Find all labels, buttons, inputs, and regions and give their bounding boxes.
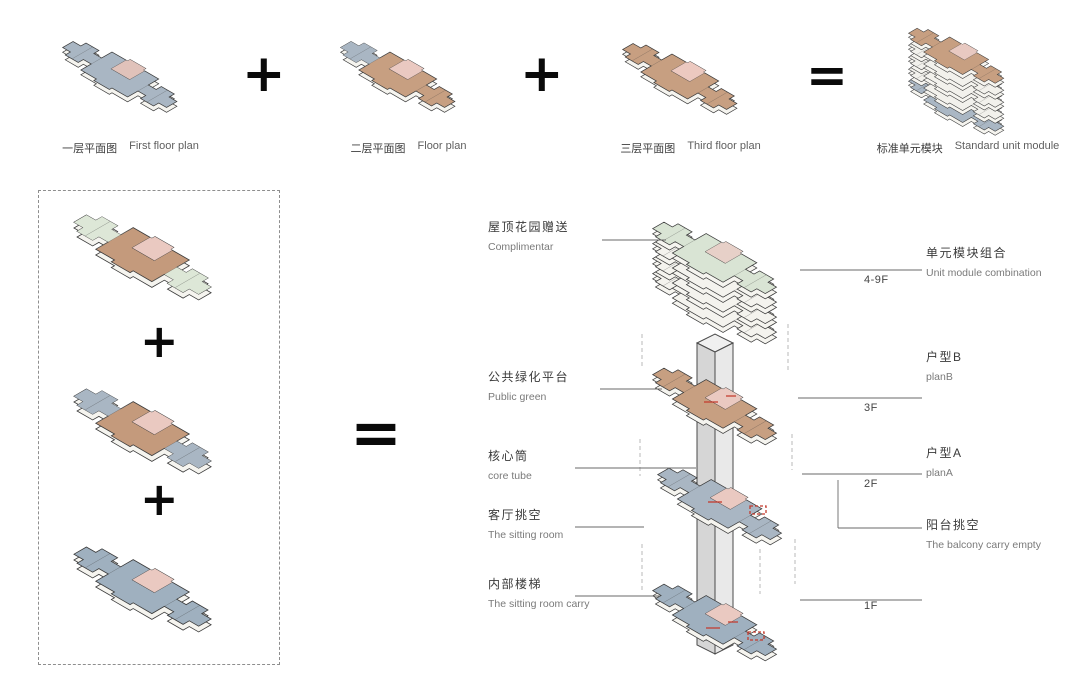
floor-tag-2f: 2F: [864, 478, 878, 490]
first-floor-plan-label-en: First floor plan: [129, 140, 199, 152]
label-unit-module-combination-cn: 单元模块组合: [926, 246, 1008, 260]
label-core-tube-en: core tube: [488, 470, 532, 482]
second-floor-plan-label-cn: 二层平面图: [350, 143, 406, 155]
label-balcony-void-en: The balcony carry empty: [926, 539, 1041, 551]
second-floor-plan-label-en: Floor plan: [417, 140, 467, 152]
stacked-plan-a-drawing: [42, 198, 277, 316]
floor-tag-4-9f: 4-9F: [864, 274, 889, 286]
leader-lines: [575, 239, 922, 601]
third-floor-plan-label-en: Third floor plan: [687, 140, 761, 152]
label-balcony-void-cn: 阳台挑空: [926, 518, 981, 532]
label-balcony-void: 阳台挑空 The balcony carry empty: [926, 516, 1080, 551]
third-floor-plan-drawing: [588, 26, 793, 144]
plus-operator-1: +: [242, 44, 286, 104]
floor-tag-1f: 1F: [864, 600, 878, 612]
label-internal-stair-en: The sitting room carry: [488, 598, 590, 610]
label-core-tube: 核心筒 core tube: [488, 447, 658, 482]
label-plan-a: 户型A planA: [926, 444, 1080, 479]
label-core-tube-cn: 核心筒: [488, 449, 529, 463]
projection-dashed-lines: [639, 324, 796, 594]
standard-unit-module-label-en: Standard unit module: [954, 140, 1060, 152]
first-floor-plan-drawing: [28, 24, 233, 142]
unit-module-stack: [636, 213, 792, 352]
equals-operator-top: =: [806, 46, 848, 104]
label-sitting-room-void: 客厅挑空 The sitting room: [488, 506, 658, 541]
label-internal-stair-cn: 内部楼梯: [488, 577, 543, 591]
label-roof-garden: 屋顶花园赠送 Complimentar: [488, 218, 658, 253]
label-unit-module-combination-en: Unit module combination: [926, 267, 1042, 279]
standard-unit-module-drawing: [866, 12, 1071, 142]
first-floor-plan-label: 一层平面图 First floor plan: [28, 140, 233, 156]
label-roof-garden-en: Complimentar: [488, 241, 554, 253]
label-plan-a-en: planA: [926, 467, 953, 479]
label-sitting-room-void-cn: 客厅挑空: [488, 508, 543, 522]
stacked-plan-c-drawing: [42, 530, 277, 648]
label-public-green-en: Public green: [488, 391, 547, 403]
equals-operator-main: =: [350, 396, 402, 469]
label-plan-b-cn: 户型B: [926, 350, 963, 364]
label-public-green: 公共绿化平台 Public green: [488, 368, 658, 403]
label-unit-module-combination: 单元模块组合 Unit module combination: [926, 244, 1080, 279]
label-plan-b: 户型B planB: [926, 348, 1080, 383]
standard-unit-module-label-cn: 标准单元模块: [876, 143, 943, 155]
second-floor-plan-label: 二层平面图 Floor plan: [306, 140, 511, 156]
first-floor-plan-label-cn: 一层平面图: [62, 143, 118, 155]
plus-operator-panel-2: +: [140, 472, 179, 526]
label-internal-stair: 内部楼梯 The sitting room carry: [488, 575, 658, 610]
plus-operator-2: +: [520, 44, 564, 104]
third-floor-plan-label: 三层平面图 Third floor plan: [588, 140, 793, 156]
third-floor-plan-label-cn: 三层平面图: [620, 143, 676, 155]
label-plan-a-cn: 户型A: [926, 446, 963, 460]
label-public-green-cn: 公共绿化平台: [488, 370, 570, 384]
exploded-axonometric-diagram: [575, 184, 922, 690]
label-roof-garden-cn: 屋顶花园赠送: [488, 220, 570, 234]
label-plan-b-en: planB: [926, 371, 953, 383]
second-floor-plan-drawing: [306, 24, 511, 142]
red-annotation-marks: [704, 395, 767, 641]
label-sitting-room-void-en: The sitting room: [488, 529, 564, 541]
plus-operator-panel-1: +: [140, 314, 179, 368]
floor-tag-3f: 3F: [864, 402, 878, 414]
plan-stack-dashed-box: [38, 190, 280, 665]
standard-unit-module-label: 标准单元模块 Standard unit module: [856, 140, 1080, 156]
